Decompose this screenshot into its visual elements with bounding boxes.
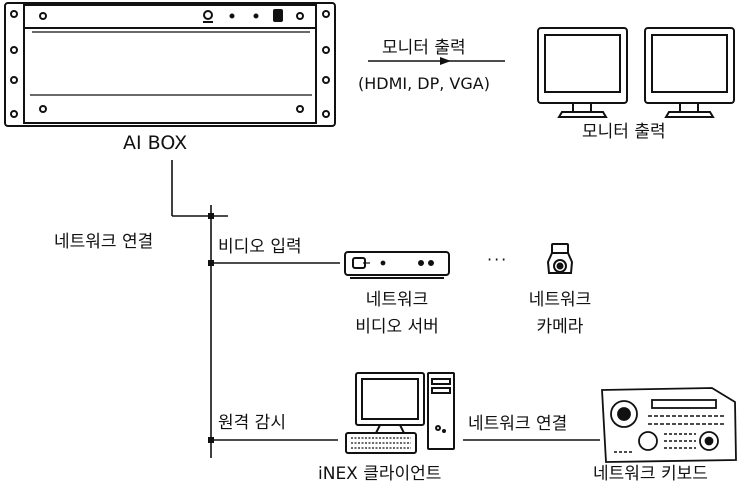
- network-keyboard-label: 네트워크 키보드: [593, 464, 708, 484]
- inex-client-label: iNEX 클라이언트: [318, 464, 442, 484]
- network-video-server-label-line2: 비디오 서버: [355, 317, 439, 337]
- video-input-label: 비디오 입력: [218, 237, 302, 257]
- network-camera-label-line2: 카메라: [536, 317, 584, 337]
- inex-client-device: [345, 372, 455, 454]
- network-video-server-device: [344, 251, 450, 279]
- network-camera-device: [546, 243, 574, 274]
- monitor-output-arrow-label: 모니터 출력: [382, 38, 466, 58]
- ellipsis: ···: [487, 250, 509, 269]
- network-lines: [171, 160, 600, 458]
- network-nodes: [208, 213, 214, 443]
- monitor-2: [644, 27, 735, 118]
- monitor-output-label: 모니터 출력: [582, 122, 666, 142]
- ai-box-device: [4, 2, 336, 127]
- network-connection-right-label: 네트워크 연결: [468, 414, 568, 434]
- ai-box-label: AI BOX: [123, 132, 188, 154]
- network-video-server-label-line1: 네트워크: [365, 290, 429, 310]
- network-connection-left-label: 네트워크 연결: [54, 232, 154, 252]
- network-keyboard-device: [601, 387, 737, 463]
- monitor-output-ports-label: (HDMI, DP, VGA): [358, 74, 490, 93]
- monitor-1: [537, 27, 628, 118]
- remote-monitoring-label: 원격 감시: [218, 413, 286, 433]
- monitor-output-arrow: [368, 57, 505, 65]
- network-camera-label-line1: 네트워크: [528, 290, 592, 310]
